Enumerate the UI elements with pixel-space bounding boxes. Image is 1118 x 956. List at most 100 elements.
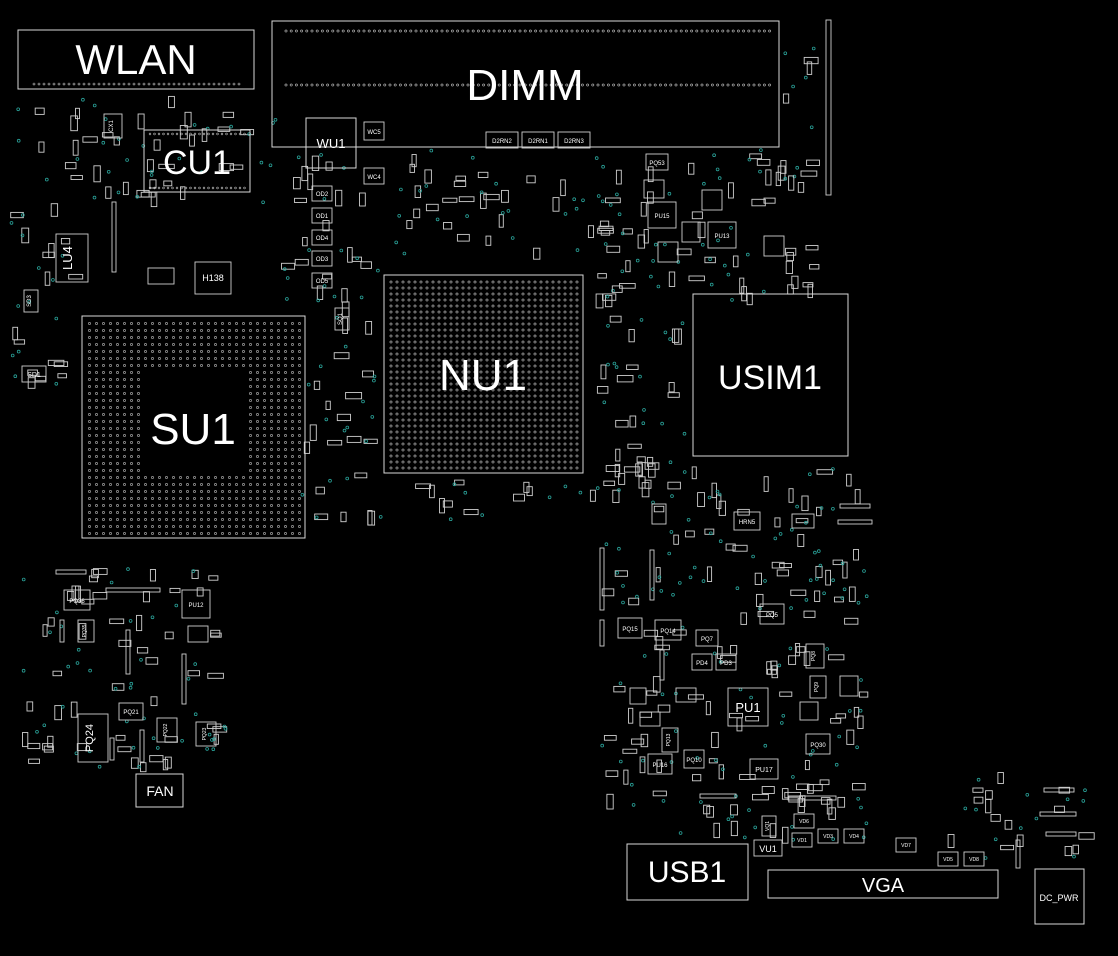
- dc-power-connector[interactable]: DC_PWR: [1034, 868, 1085, 925]
- pq35-part[interactable]: PQ35: [77, 619, 95, 643]
- pq24-part[interactable]: PQ24: [77, 713, 109, 763]
- lu4-part[interactable]: LU4: [55, 233, 89, 283]
- wlan-connector[interactable]: WLAN: [17, 29, 255, 90]
- pq22-part[interactable]: PQ22: [156, 717, 178, 743]
- od5-part[interactable]: OD5: [311, 272, 333, 289]
- od2-part[interactable]: OD2: [311, 185, 333, 202]
- pq8-part[interactable]: PQ8: [805, 643, 825, 669]
- su1-ball-pad: [144, 518, 147, 521]
- dimm-pin: [300, 83, 304, 87]
- vd3-part[interactable]: VD3: [817, 828, 839, 844]
- nu1-ball-pad: [563, 316, 567, 320]
- od4-part[interactable]: OD4: [311, 229, 333, 246]
- vga-connector[interactable]: VGA: [767, 869, 999, 899]
- pq14-part[interactable]: PQ14: [654, 619, 682, 641]
- d2rn2-part[interactable]: D2RN2: [485, 131, 519, 149]
- nu1-ball-pad: [515, 280, 519, 284]
- nu1-ball-pad: [539, 436, 543, 440]
- pu16-part[interactable]: PU16: [647, 753, 673, 775]
- pu15-part[interactable]: PU15: [647, 201, 677, 229]
- nu1-ball-pad: [563, 292, 567, 296]
- su1-ball-pad: [88, 406, 91, 409]
- sd3-part[interactable]: SD3: [23, 289, 39, 313]
- nu1-ball-pad: [557, 376, 561, 380]
- su1-ball-pad: [221, 511, 224, 514]
- via-hole: [479, 190, 484, 195]
- pq21-part[interactable]: PQ21: [118, 702, 144, 721]
- pq5-part[interactable]: PQ5: [759, 603, 785, 625]
- pq36-part[interactable]: PQ36: [63, 589, 91, 611]
- passive-part: [628, 707, 634, 724]
- passive-part: [795, 646, 806, 653]
- su1-ball-pad: [249, 371, 252, 374]
- wu1-chip[interactable]: WU1: [305, 117, 357, 169]
- pq23-part[interactable]: PQ23: [195, 721, 217, 747]
- d2rn1-part[interactable]: D2RN1: [521, 131, 555, 149]
- pd3-part[interactable]: PD3: [715, 653, 737, 671]
- su1-ball-pad: [200, 483, 203, 486]
- pq9-part[interactable]: PQ9: [809, 675, 827, 699]
- nu1-ball-pad: [467, 466, 471, 470]
- nu1-ball-pad: [575, 298, 579, 302]
- cu1-chip[interactable]: CU1: [143, 129, 251, 193]
- via-hole: [9, 221, 14, 225]
- nu1-chip[interactable]: NU1: [383, 274, 584, 474]
- via-hole: [617, 546, 621, 551]
- vd1-part[interactable]: VD1: [791, 832, 813, 848]
- pq53-part[interactable]: PQ53: [645, 153, 669, 171]
- dimm-pin: [346, 83, 350, 87]
- pd4-part[interactable]: PD4: [691, 653, 713, 671]
- vd8-part[interactable]: VD8: [963, 851, 985, 867]
- hrn5-part[interactable]: HRN5: [733, 511, 761, 531]
- usb1-connector[interactable]: USB1: [626, 843, 749, 901]
- su1-ball-pad: [130, 455, 133, 458]
- pq7-part[interactable]: PQ7: [695, 629, 719, 647]
- pq10-part[interactable]: PQ10: [683, 749, 705, 769]
- pq13-part[interactable]: PQ13: [661, 727, 679, 753]
- su1-ball-pad: [109, 378, 112, 381]
- od1-part[interactable]: OD1: [311, 207, 333, 224]
- nu1-ball-pad: [455, 460, 459, 464]
- sq1-part[interactable]: SQ1: [334, 307, 350, 331]
- cx1-part[interactable]: CX1: [103, 113, 123, 139]
- pq30-part[interactable]: PQ30: [805, 733, 831, 755]
- pu12-part[interactable]: PU12: [181, 589, 211, 619]
- wc4-part[interactable]: WC4: [363, 167, 385, 185]
- sd1-part[interactable]: SD1: [21, 365, 47, 383]
- fan-connector[interactable]: FAN: [135, 773, 184, 808]
- nu1-ball-pad: [431, 418, 435, 422]
- via-hole: [150, 615, 155, 620]
- vu1-part[interactable]: VU1: [753, 839, 783, 857]
- passive-part: [846, 729, 855, 745]
- pu13-part[interactable]: PU13: [707, 221, 737, 249]
- nu1-ball-pad: [545, 352, 549, 356]
- nu1-ball-pad: [515, 304, 519, 308]
- vd5-part[interactable]: VD5: [937, 851, 959, 867]
- via-hole: [141, 144, 146, 148]
- via-hole: [463, 490, 468, 495]
- wc5-part[interactable]: WC5: [363, 121, 385, 141]
- dimm-connector[interactable]: DIMM: [271, 20, 780, 148]
- vd6-part[interactable]: VD6: [793, 813, 815, 829]
- cu1-pin: [229, 186, 233, 190]
- h138-part[interactable]: H138: [194, 261, 232, 295]
- nu1-ball-pad: [539, 334, 543, 338]
- usim1-slot[interactable]: USIM1: [692, 293, 849, 457]
- su1-ball-pad: [165, 518, 168, 521]
- su1-ball-pad: [284, 343, 287, 346]
- vq1-part[interactable]: VQ1: [761, 815, 777, 837]
- passive-part: [751, 198, 766, 207]
- su1-chip[interactable]: SU1: [81, 315, 306, 539]
- nu1-ball-pad: [503, 400, 507, 404]
- vd7-part[interactable]: VD7: [895, 837, 917, 853]
- pq15-part[interactable]: PQ15: [617, 617, 643, 639]
- pu1-chip[interactable]: PU1: [727, 687, 769, 727]
- via-hole: [730, 298, 734, 302]
- pu17-part[interactable]: PU17: [749, 758, 779, 780]
- via-hole: [602, 400, 607, 405]
- od3-part[interactable]: OD3: [311, 250, 333, 267]
- vd4-part[interactable]: VD4: [843, 828, 865, 844]
- od1-label: OD1: [316, 214, 329, 220]
- d2rn3-part[interactable]: D2RN3: [557, 131, 591, 149]
- su1-ball-pad: [270, 455, 273, 458]
